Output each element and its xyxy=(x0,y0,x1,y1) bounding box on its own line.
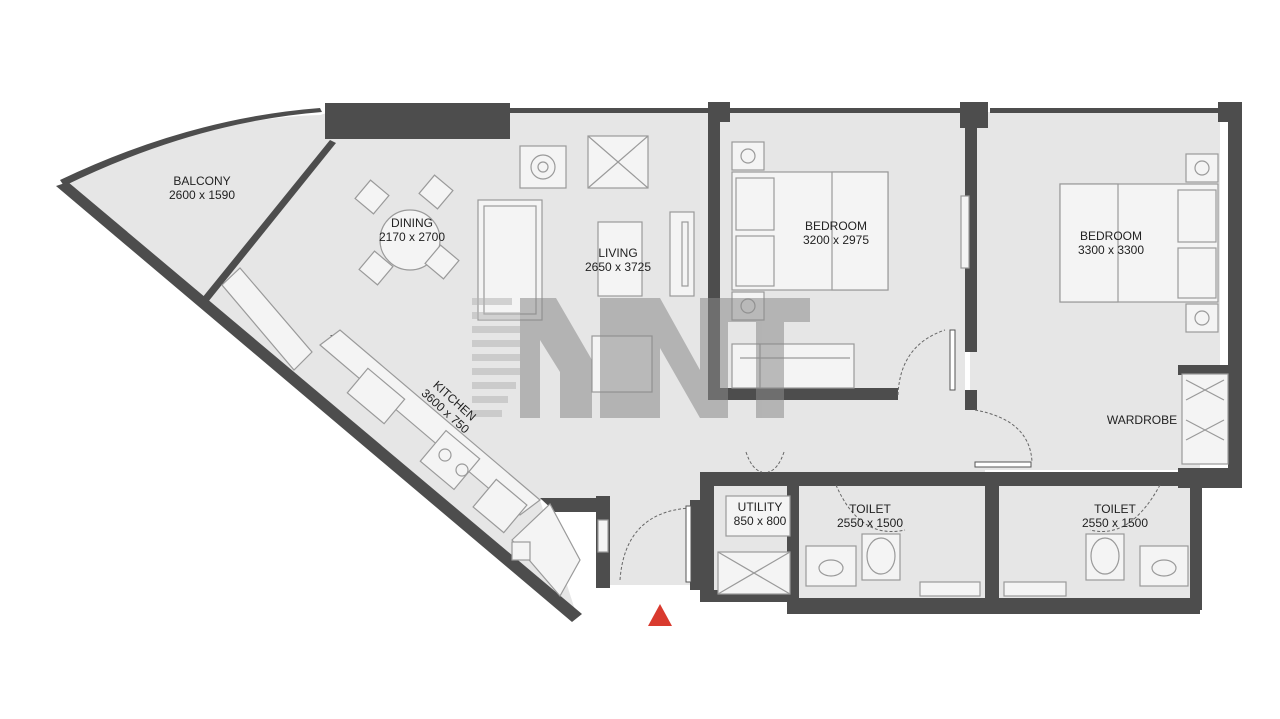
room-dimensions: 2550 x 1500 xyxy=(836,516,904,530)
room-dimensions: 2550 x 1500 xyxy=(1081,516,1149,530)
entry-marker xyxy=(648,604,672,626)
room-label-balcony: BALCONY 2600 x 1590 xyxy=(152,174,252,202)
room-dimensions: 850 x 800 xyxy=(733,514,787,528)
room-name: BALCONY xyxy=(173,174,231,188)
room-name: LIVING xyxy=(598,246,638,260)
door-swings xyxy=(619,329,1161,581)
room-label-bedroom-1: BEDROOM 3200 x 2975 xyxy=(786,219,886,247)
room-name: DINING xyxy=(391,216,433,230)
furniture xyxy=(221,135,1229,598)
room-dimensions: 2600 x 1590 xyxy=(168,188,236,202)
room-label-utility: UTILITY 850 x 800 xyxy=(720,500,800,528)
room-label-dining: DINING 2170 x 2700 xyxy=(362,216,462,244)
room-dimensions: 2650 x 3725 xyxy=(584,260,652,274)
room-label-bedroom-2: BEDROOM 3300 x 3300 xyxy=(1061,229,1161,257)
room-dimensions: 2170 x 2700 xyxy=(378,230,446,244)
room-name: BEDROOM xyxy=(1079,229,1142,243)
room-name: TOILET xyxy=(1094,502,1136,516)
room-label-wardrobe: WARDROBE xyxy=(1100,413,1184,427)
room-label-living: LIVING 2650 x 3725 xyxy=(568,246,668,274)
room-name: UTILITY xyxy=(737,500,783,514)
door-leaves xyxy=(685,329,1032,583)
room-label-toilet-1: TOILET 2550 x 1500 xyxy=(820,502,920,530)
room-name: TOILET xyxy=(849,502,891,516)
room-name: WARDROBE xyxy=(1106,413,1178,427)
room-name: BEDROOM xyxy=(804,219,867,233)
watermark-logo xyxy=(472,298,810,418)
room-dimensions: 3300 x 3300 xyxy=(1077,243,1145,257)
room-dimensions: 3200 x 2975 xyxy=(802,233,870,247)
room-label-toilet-2: TOILET 2550 x 1500 xyxy=(1065,502,1165,530)
